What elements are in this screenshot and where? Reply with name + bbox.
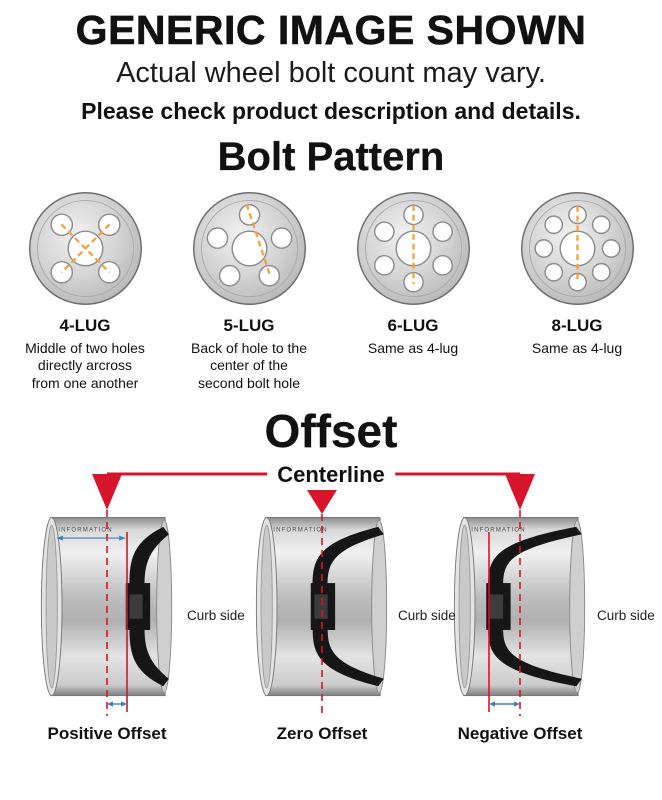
page-subtitle: Actual wheel bolt count may vary. xyxy=(116,56,546,89)
zero-offset-label: Zero Offset xyxy=(276,723,368,743)
bolt-6lug-label: 6-LUG xyxy=(387,315,439,335)
header: GENERIC IMAGE SHOWN Actual wheel bolt co… xyxy=(0,0,662,125)
positive-offset-wheel: INFORMATION xyxy=(32,506,182,708)
negative-offset-label: Negative Offset xyxy=(457,723,583,743)
wheel-8lug-icon xyxy=(520,191,634,305)
zero-offset-wheel: INFORMATION xyxy=(247,506,397,708)
bolt-4lug-description: Middle of two holes directly arcross fro… xyxy=(25,339,145,391)
wheel-5lug-icon xyxy=(192,191,306,305)
barrel-fine-print: INFORMATION xyxy=(273,527,327,534)
curb-side-label-1: Curb side xyxy=(187,607,245,623)
bolt-pattern-5lug: 5-LUG Back of hole to the center of the … xyxy=(174,186,324,392)
bolt-8lug-description: Same as 4-lug xyxy=(531,339,623,356)
measure-dashes xyxy=(245,203,271,275)
curb-side-label-3: Curb side xyxy=(597,607,655,623)
bolt-pattern-heading: Bolt Pattern xyxy=(217,134,445,179)
bolt-pattern-4lug: 4-LUG Middle of two holes directly arcro… xyxy=(10,186,160,392)
bolt-pattern-row: 4-LUG Middle of two holes directly arcro… xyxy=(0,186,662,392)
rim-width-arrow xyxy=(56,535,126,541)
positive-offset-label: Positive Offset xyxy=(47,723,167,743)
bolt-8lug-label: 8-LUG xyxy=(551,315,603,335)
centerline-arrow-right xyxy=(505,473,535,510)
wheel-4lug-icon xyxy=(28,191,142,305)
barrel-fine-print: INFORMATION xyxy=(471,527,525,534)
offset-diagram: Centerline INFORMATION xyxy=(0,460,662,756)
page-note: Please check product description and det… xyxy=(81,97,581,124)
centerline-arrow-left xyxy=(92,473,122,510)
negative-offset-wheel-diagram: INFORMATION xyxy=(453,516,586,697)
curb-side-label-2: Curb side xyxy=(398,607,456,623)
bolt-5lug-description: Back of hole to the center of the second… xyxy=(191,339,307,391)
bolt-pattern-6lug: 6-LUG Same as 4-lug xyxy=(338,186,488,392)
bolt-pattern-8lug: 8-LUG Same as 4-lug xyxy=(502,186,652,392)
measure-dashes xyxy=(60,223,110,274)
wheel-6lug-icon xyxy=(356,191,470,305)
offset-heading: Offset xyxy=(264,404,398,457)
bolt-5lug-label: 5-LUG xyxy=(223,315,275,335)
negative-offset-wheel: INFORMATION xyxy=(445,506,595,708)
page-title: GENERIC IMAGE SHOWN xyxy=(75,7,587,53)
positive-offset-wheel-diagram: INFORMATION xyxy=(40,516,173,697)
centerline-label: Centerline xyxy=(267,461,395,488)
zero-offset-wheel-diagram: INFORMATION xyxy=(255,516,388,697)
barrel-fine-print: INFORMATION xyxy=(58,527,112,534)
bolt-6lug-description: Same as 4-lug xyxy=(367,339,459,356)
bolt-4lug-label: 4-LUG xyxy=(59,315,111,335)
